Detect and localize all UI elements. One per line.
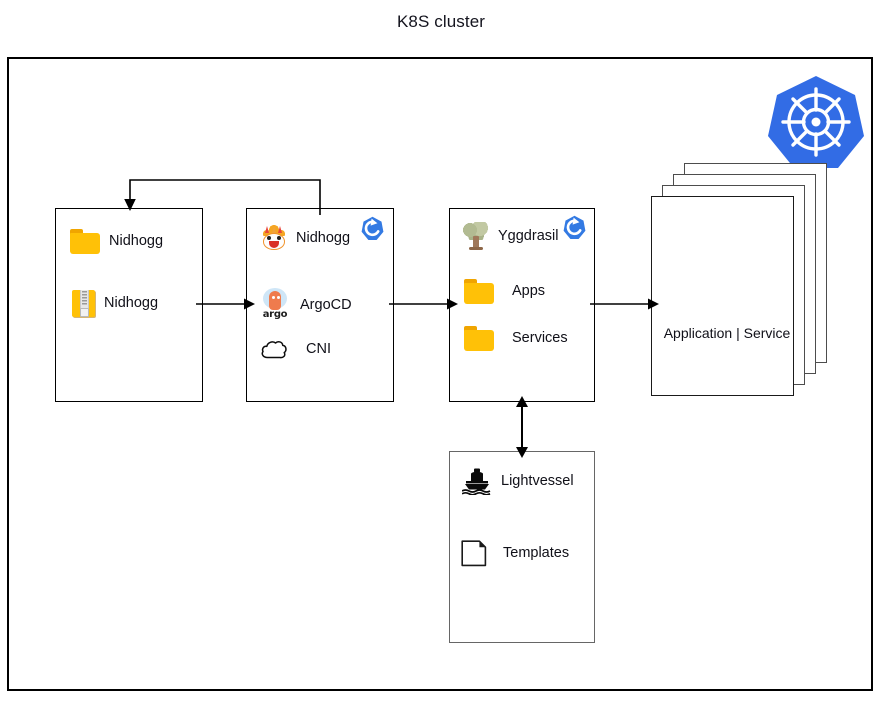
connector-controller-to-yggdrasil <box>389 298 458 310</box>
row-label: Yggdrasil <box>498 227 559 244</box>
node-lightvessel[interactable]: Lightvessel Templates <box>449 451 595 643</box>
row-cni[interactable]: CNI <box>260 338 331 360</box>
row-lightvessel[interactable]: Lightvessel <box>462 468 574 495</box>
folder-icon <box>464 279 494 304</box>
row-templates[interactable]: Templates <box>461 540 569 567</box>
document-stack-label: Application | Service <box>663 325 791 341</box>
dragon-icon <box>261 225 287 251</box>
row-label: Apps <box>512 283 546 299</box>
connector-yggdrasil-lightvessel-sync <box>516 396 528 458</box>
row-apps[interactable]: Apps <box>464 279 545 304</box>
row-label: Nidhogg <box>109 233 164 249</box>
ship-icon <box>462 468 492 495</box>
row-argocd[interactable]: argo ArgoCD <box>259 288 352 322</box>
kubernetes-logo <box>766 74 866 170</box>
row-label: Services <box>512 330 568 346</box>
connector-nidhogg-repo-to-controller <box>196 298 255 310</box>
row-yggdrasil[interactable]: Yggdrasil <box>463 222 558 250</box>
row-label: Lightvessel <box>501 473 574 489</box>
row-nidhogg-archive[interactable]: Nidhogg <box>72 290 158 317</box>
node-nidhogg-repo[interactable]: Nidhogg Nidhogg <box>55 208 203 402</box>
row-services[interactable]: Services <box>464 326 568 351</box>
cloud-icon <box>260 338 288 360</box>
node-nidhogg-controller[interactable]: Nidhogg argo ArgoCD CNI <box>246 208 394 402</box>
row-nidhogg-folder[interactable]: Nidhogg <box>70 229 163 254</box>
argo-sync-badge-icon[interactable] <box>360 216 385 241</box>
application-service-document-stack[interactable]: Application | Service <box>651 163 861 400</box>
folder-icon <box>70 229 100 254</box>
row-label: ArgoCD <box>300 296 352 313</box>
argo-icon: argo <box>259 288 291 322</box>
argo-sync-badge-icon[interactable] <box>562 215 587 240</box>
document-sheet-front[interactable]: Application | Service <box>651 196 794 396</box>
row-label: CNI <box>306 340 331 357</box>
note-icon <box>461 540 487 567</box>
row-label: Templates <box>503 545 570 561</box>
page-title: K8S cluster <box>396 12 486 31</box>
connector-controller-feedback-to-repo <box>124 179 321 215</box>
folder-icon <box>464 326 494 351</box>
row-label: Nidhogg <box>296 229 351 246</box>
row-label: Nidhogg <box>104 295 159 311</box>
connector-yggdrasil-to-documents <box>590 298 659 310</box>
row-nidhogg-dragon[interactable]: Nidhogg <box>261 225 350 251</box>
argo-wordmark: argo <box>262 309 288 320</box>
archive-icon <box>72 290 95 317</box>
tree-icon <box>463 222 489 250</box>
